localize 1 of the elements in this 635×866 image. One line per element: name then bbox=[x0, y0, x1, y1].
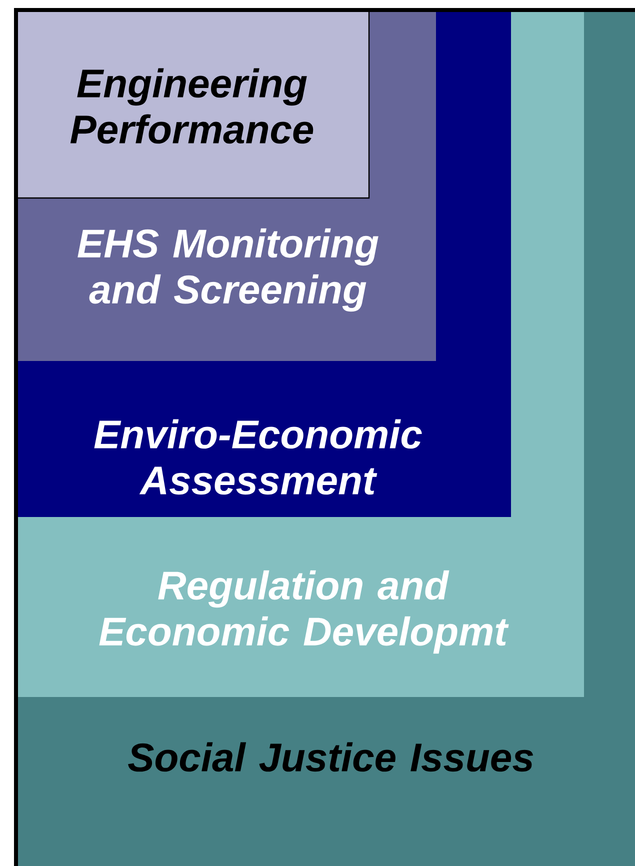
layer-panel: Engineering Performance bbox=[18, 12, 370, 199]
